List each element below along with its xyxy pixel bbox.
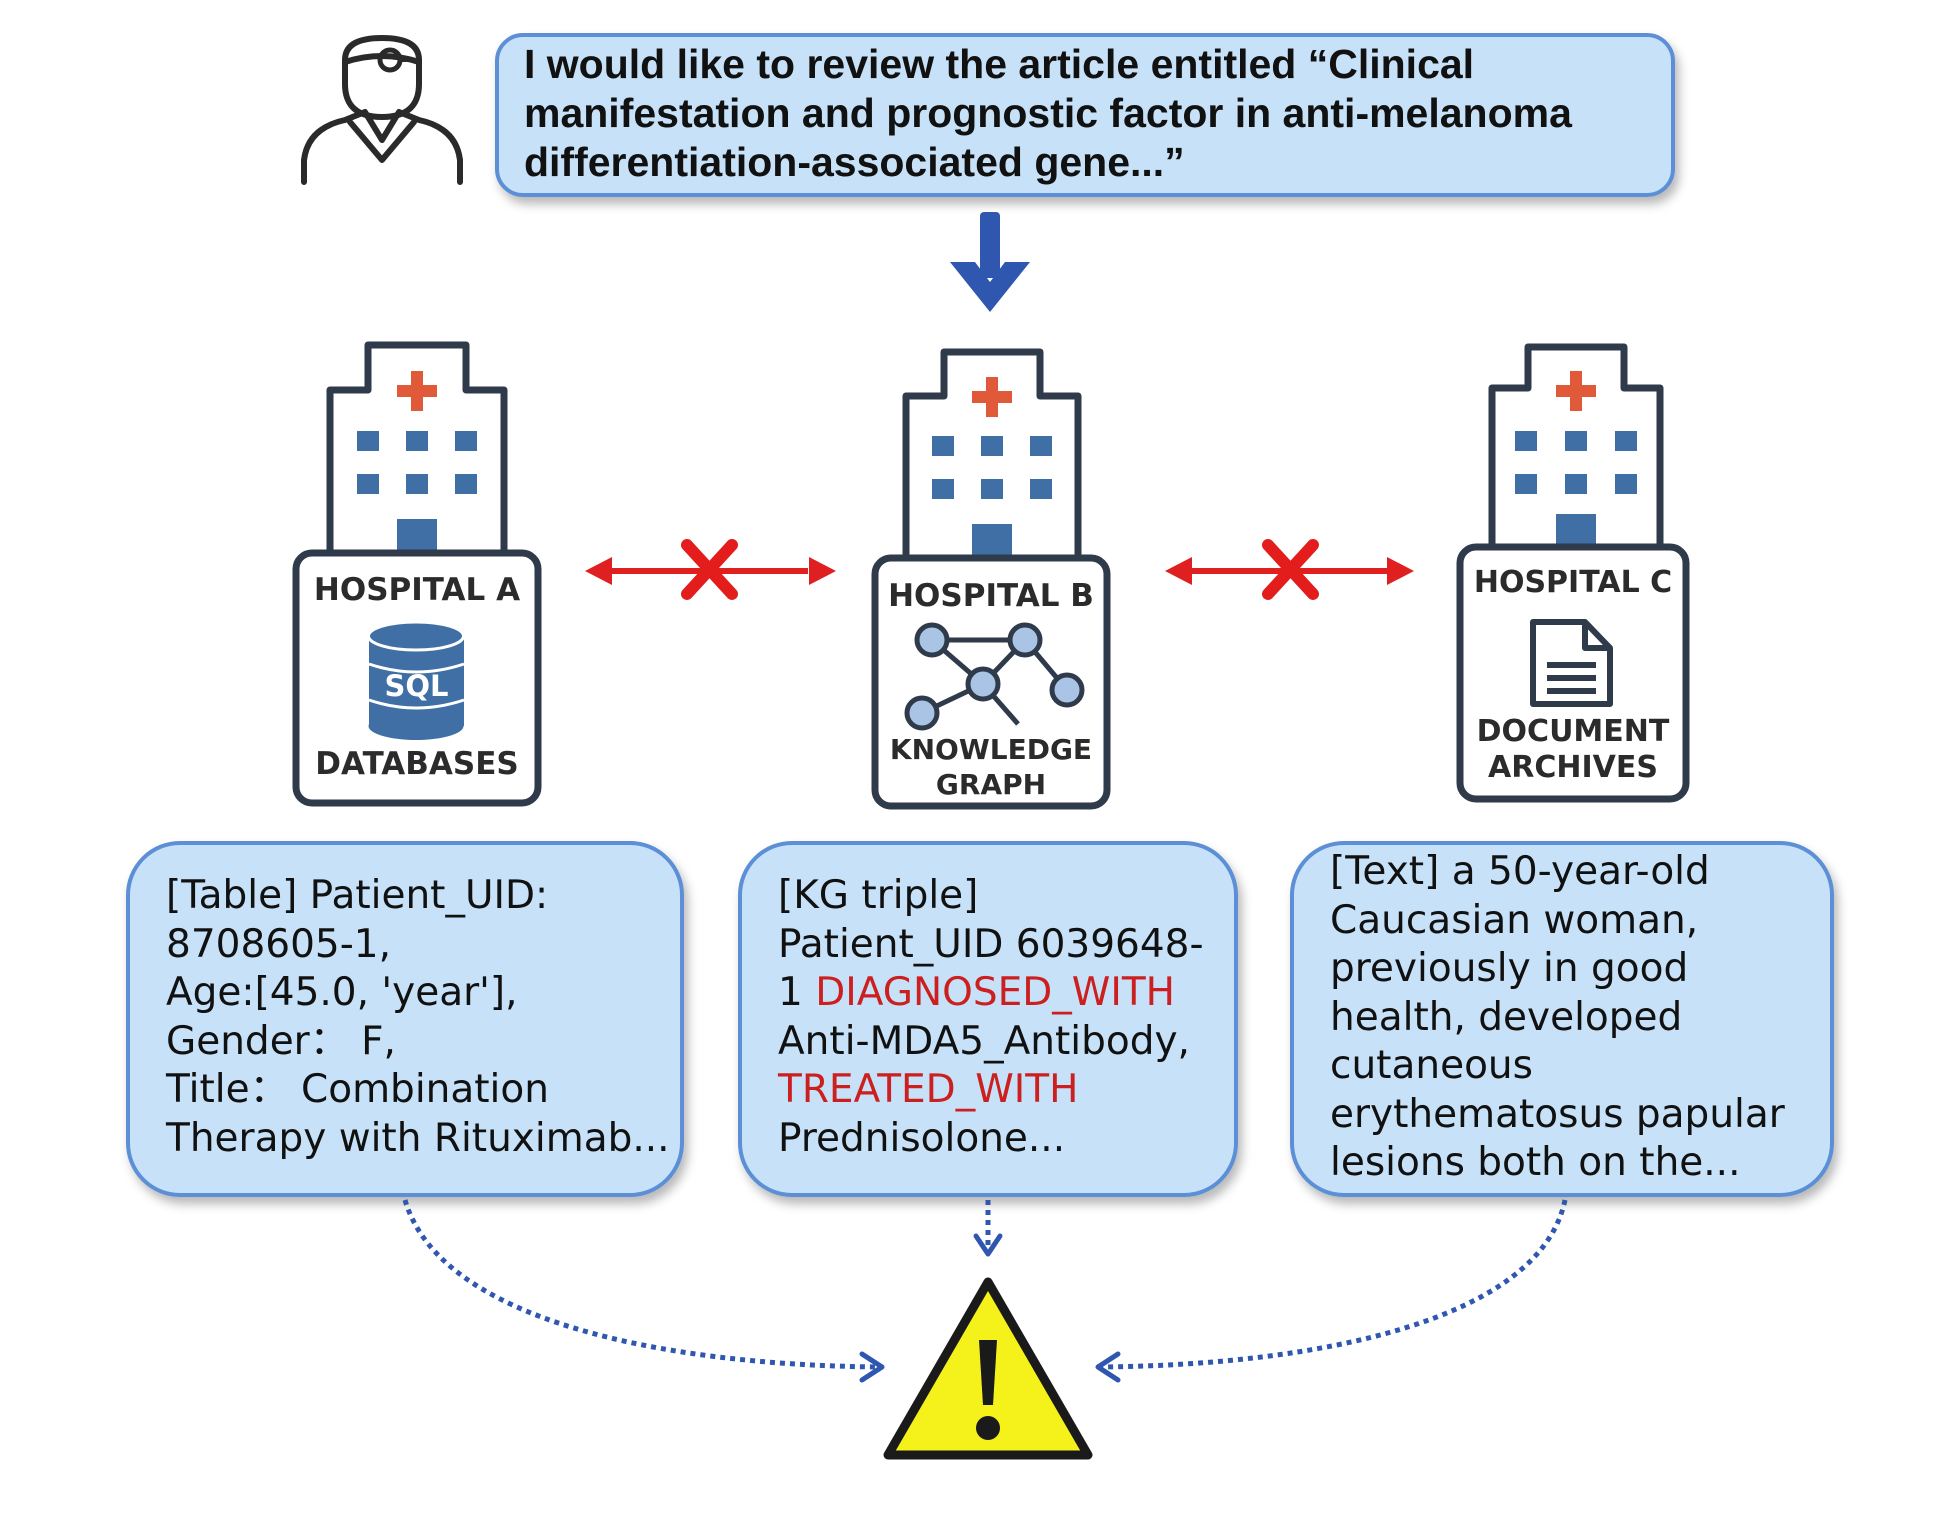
record-line: Therapy with Rituximab... [166,1115,670,1161]
hospital-a-type: DATABASES [315,746,519,782]
record-line: Prednisolone... [778,1115,1066,1161]
record-line: Gender： F, [166,1018,396,1064]
record-line: [Table] Patient_UID: [166,873,549,918]
record-line: 1 DIAGNOSED_WITH [778,969,1204,1018]
blocked-cross-icon [681,539,738,600]
record-line: Patient_UID 6039648- [778,921,1204,967]
record-line: previously in good [1330,946,1689,991]
record-box-c [1290,841,1834,1197]
record-line: Title： Combination [166,1067,549,1112]
dotted-arrow-heads [859,1233,1121,1383]
record-c-text: [Text] a 50-year-old Caucasian woman, pr… [1330,848,1785,1188]
hospital-c-building-icon [1488,343,1664,550]
database-icon [367,620,465,740]
query-down-arrow [950,212,1030,312]
record-line: Caucasian woman, [1330,897,1699,943]
warning-icon [883,1277,1093,1460]
query-line: manifestation and prognostic factor in a… [524,90,1572,136]
record-line: [KG triple] [778,873,979,918]
hospital-a-building-icon [326,341,508,555]
dotted-arrow-c [1099,1199,1568,1370]
record-line: lesions both on the... [1330,1140,1741,1185]
blocked-connection-b-c [1165,539,1414,600]
hospital-b-type: KNOWLEDGE GRAPH [889,733,1093,801]
hospital-b-building-icon [902,348,1082,560]
query-box [495,33,1675,197]
database-icon-label: SQL [384,669,449,703]
knowledge-graph-icon [904,622,1085,731]
record-line: erythematosus papular [1330,1091,1785,1137]
hospital-c-type: DOCUMENT ARCHIVES [1476,714,1670,785]
hospital-c-name: HOSPITAL C [1473,565,1673,600]
query-line: differentiation-associated gene...” [524,139,1185,185]
record-a-text: [Table] Patient_UID: 8708605-1, Age:[45.… [166,872,670,1163]
document-icon [1530,619,1613,707]
record-box-b [738,841,1238,1197]
hospital-b-name: HOSPITAL B [888,578,1094,614]
record-box-a [126,841,684,1197]
relation-diagnosed-with: DIAGNOSED_WITH [815,970,1175,1015]
record-line: cutaneous [1330,1043,1533,1088]
query-text: I would like to review the article entit… [524,40,1644,187]
doctor-icon [301,35,463,185]
dotted-arrow-a [402,1199,881,1370]
record-line: health, developed [1330,994,1683,1040]
record-b-text: [KG triple] Patient_UID 6039648- 1 DIAGN… [778,872,1204,1163]
record-text-fragment: 1 [778,970,816,1015]
query-line: I would like to review the article entit… [524,41,1475,87]
record-line: [Text] a 50-year-old [1330,849,1710,894]
record-line: Anti-MDA5_Antibody, [778,1018,1190,1064]
blocked-connection-a-b [585,539,836,600]
blocked-cross-icon [1262,539,1319,600]
relation-treated-with: TREATED_WITH [778,1067,1079,1112]
record-line: 8708605-1, [166,921,391,967]
dotted-arrows [402,1199,1568,1370]
record-line: Age:[45.0, 'year'], [166,970,518,1015]
hospital-a-name: HOSPITAL A [313,572,521,608]
